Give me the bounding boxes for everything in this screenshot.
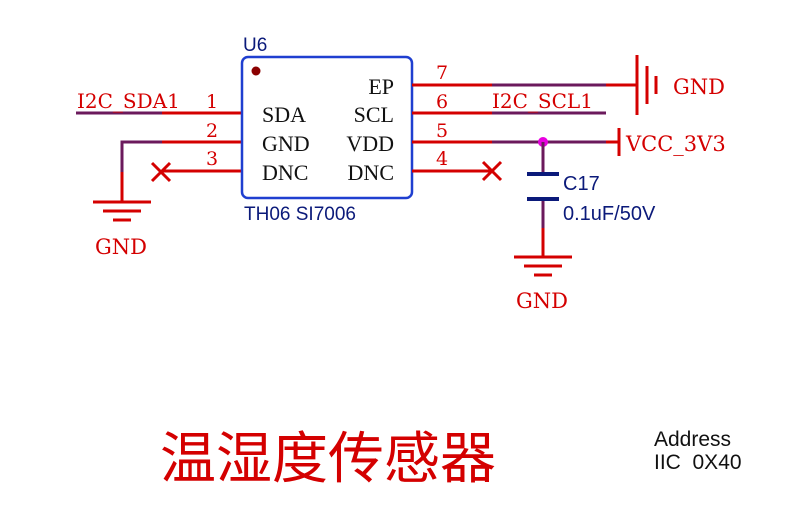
pin-number-2: 2 (206, 120, 218, 142)
pin-name-dnc-right: DNC (348, 160, 394, 185)
address-value: IIC 0X40 (654, 451, 742, 474)
address-label: Address (654, 428, 731, 451)
no-connect-left (150, 161, 172, 183)
schematic-title: 温湿度传感器 (160, 427, 496, 492)
capacitor-value: 0.1uF/50V (563, 203, 656, 225)
component-part-number: TH06 SI7006 (244, 204, 356, 225)
net-label-vcc: VCC_3V3 (625, 132, 726, 156)
component-designator: U6 (243, 35, 267, 56)
u6-body (240, 55, 414, 200)
pin-name-scl: SCL (354, 102, 394, 127)
pin-name-ep: EP (368, 74, 394, 99)
pin-number-5: 5 (436, 120, 448, 142)
net-label-gnd-left: GND (95, 235, 147, 259)
net-label-scl: I2C_SCL1 (492, 89, 593, 113)
net-label-sda: I2C_SDA1 (77, 89, 180, 113)
net-label-gnd-cap: GND (516, 289, 568, 313)
gnd-symbol-ep (635, 55, 658, 115)
pin-number-1: 1 (206, 91, 218, 113)
pin-name-gnd: GND (262, 131, 310, 156)
pin-name-vdd: VDD (346, 131, 394, 156)
net-label-gnd-ep: GND (673, 75, 725, 99)
pin-number-3: 3 (206, 148, 218, 170)
pin-number-7: 7 (436, 62, 448, 84)
pin-number-4: 4 (436, 148, 448, 170)
pin-name-sda: SDA (262, 102, 306, 127)
no-connect-right (481, 160, 503, 182)
pin-number-6: 6 (436, 91, 448, 113)
pin1-marker-dot (251, 66, 261, 76)
gnd-net-line (120, 140, 162, 172)
pin-name-dnc-left: DNC (262, 160, 308, 185)
gnd-symbol-cap (514, 255, 572, 277)
capacitor-designator: C17 (563, 173, 600, 195)
gnd-symbol-left (93, 200, 151, 222)
